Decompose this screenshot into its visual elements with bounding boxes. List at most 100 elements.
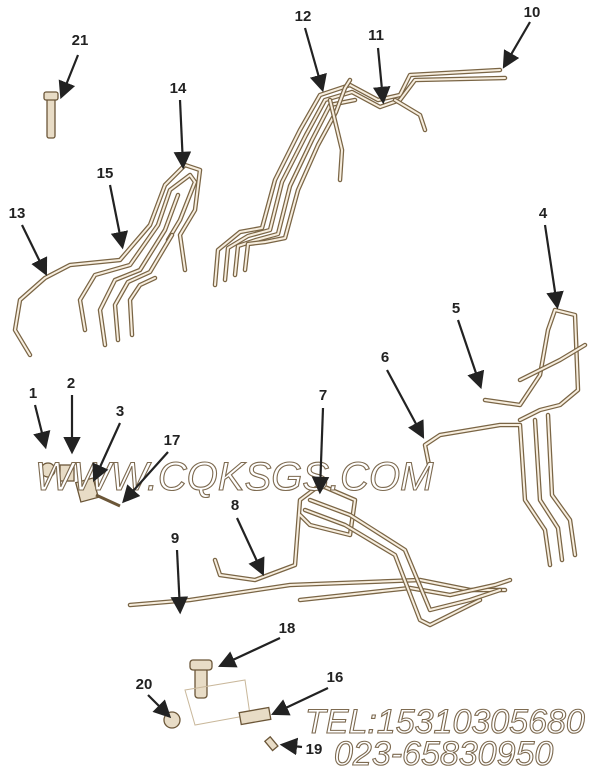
callout-2: 2: [63, 375, 81, 455]
fuel-line-9: [99, 194, 179, 346]
callout-label: 5: [452, 300, 460, 317]
callout-11: 11: [368, 27, 391, 105]
fuel-line-4: [244, 79, 351, 271]
bolt-18: [194, 667, 208, 699]
fuel-line-13: [422, 422, 553, 568]
fuel-line-11: [129, 277, 156, 336]
callout-arrow: [543, 224, 564, 310]
fuel-line-1: [214, 69, 501, 286]
callout-arrow: [92, 422, 122, 483]
callout-10: 10: [502, 4, 541, 69]
callout-label: 21: [72, 32, 89, 49]
fuel-line-7: [14, 164, 201, 356]
callout-label: 1: [29, 385, 37, 402]
callout-21: 21: [58, 32, 89, 100]
callout-arrow: [236, 517, 265, 576]
fuel-line-7: [12, 162, 203, 358]
fuel-line-3: [234, 99, 356, 276]
callout-label: 19: [306, 741, 323, 758]
callout-6: 6: [381, 349, 425, 439]
callout-label: 12: [295, 8, 312, 25]
fuel-line-12: [484, 309, 579, 421]
callout-arrow: [173, 99, 192, 170]
fuel-line-10: [114, 234, 173, 341]
bolt-18-head: [189, 659, 213, 671]
callout-arrow: [386, 369, 425, 439]
callout-8: 8: [231, 497, 265, 576]
callout-label: 17: [164, 432, 181, 449]
callout-arrow: [502, 21, 531, 69]
callout-label: 10: [524, 4, 541, 21]
callout-15: 15: [97, 165, 129, 250]
callout-16: 16: [271, 669, 344, 716]
callout-arrow: [108, 184, 129, 250]
callout-label: 18: [279, 620, 296, 637]
fuel-line-11: [127, 275, 158, 338]
callout-label: 3: [116, 403, 124, 420]
callout-7: 7: [311, 387, 330, 495]
watermark-tel: TEL:15310305680: [305, 703, 585, 741]
callout-arrow: [372, 47, 391, 105]
callout-arrow: [21, 224, 48, 276]
fuel-line-18: [214, 484, 356, 581]
fuel-line-6: [394, 99, 426, 131]
fuel-line-21: [309, 499, 501, 611]
callout-arrow: [170, 549, 189, 615]
callout-9: 9: [170, 530, 189, 615]
callout-arrow: [456, 319, 485, 390]
screw-19: [263, 735, 279, 752]
callout-12: 12: [295, 8, 327, 93]
callout-arrow: [33, 404, 51, 450]
callout-13: 13: [9, 205, 48, 276]
callout-arrow: [311, 407, 330, 495]
nut-1: [40, 462, 56, 478]
callout-label: 16: [327, 669, 344, 686]
callout-18: 18: [218, 620, 296, 668]
fuel-line-2: [222, 75, 508, 283]
callout-label: 11: [368, 27, 384, 44]
callout-label: 20: [136, 676, 153, 693]
callout-label: 7: [319, 387, 327, 404]
fuel-line-19: [299, 579, 511, 601]
bolt-21-head: [43, 91, 59, 101]
callout-label: 14: [170, 80, 187, 97]
callout-arrow: [58, 54, 80, 100]
clamp-16: [238, 706, 272, 726]
fuel-line-13: [424, 424, 551, 566]
callout-17: 17: [122, 432, 181, 504]
fuel-lines: [12, 67, 588, 628]
fuel-line-21: [307, 497, 503, 613]
callout-arrow: [303, 27, 327, 93]
fuel-line-20: [302, 507, 483, 628]
fuel-line-12: [482, 307, 581, 423]
callout-arrow: [279, 737, 303, 756]
callout-label: 15: [97, 165, 114, 182]
callout-label: 6: [381, 349, 389, 366]
callout-20: 20: [136, 676, 172, 719]
fuel-line-20: [304, 509, 481, 626]
callout-3: 3: [92, 403, 124, 483]
fuel-line-1: [212, 67, 503, 288]
callout-5: 5: [452, 300, 485, 390]
callout-arrow: [271, 687, 329, 716]
watermark-phone: 023-65830950: [334, 735, 553, 770]
callout-arrow: [122, 451, 169, 504]
callout-label: 9: [171, 530, 179, 547]
callout-label: 13: [9, 205, 26, 222]
clip-2: [59, 464, 75, 482]
small-parts: [40, 91, 279, 752]
callout-4: 4: [539, 205, 564, 310]
callout-arrow: [218, 637, 281, 668]
screw-17: [95, 493, 121, 508]
bolt-21: [46, 97, 56, 139]
callout-label: 8: [231, 497, 239, 514]
fuel-line-5: [329, 99, 343, 181]
fuel-line-8: [79, 174, 196, 331]
callout-19: 19: [279, 737, 323, 758]
callout-arrow: [147, 694, 172, 719]
fuel-line-14: [534, 419, 563, 561]
fuel-line-15: [547, 414, 576, 556]
